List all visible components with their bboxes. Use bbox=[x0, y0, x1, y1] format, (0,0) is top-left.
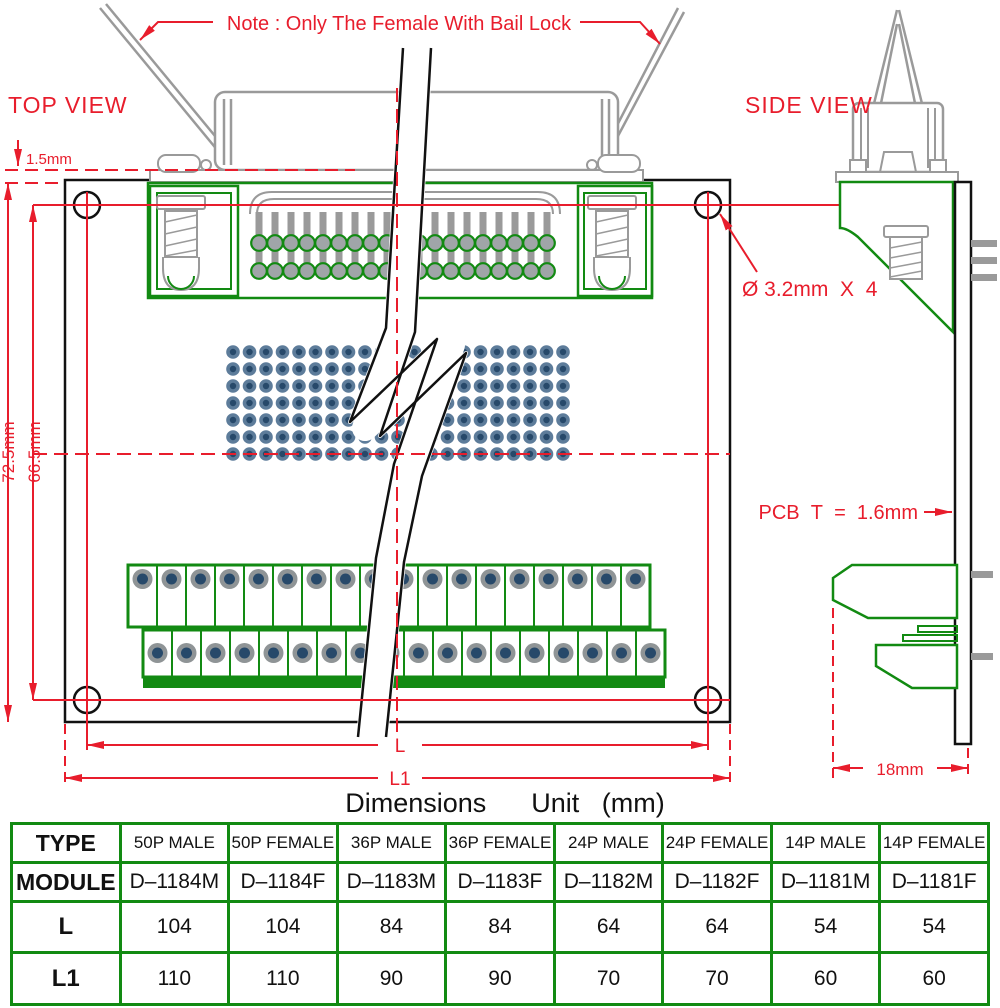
table-cell: 14P FEMALE bbox=[878, 822, 990, 864]
dim-board-height: 72.5mm bbox=[0, 421, 18, 482]
table-cell: 90 bbox=[335, 951, 448, 1006]
table-cell: 14P MALE bbox=[769, 822, 882, 864]
table-cell: 50P MALE bbox=[118, 822, 231, 864]
table-row: MODULE D–1184M D–1184F D–1183M D–1183F D… bbox=[10, 861, 990, 903]
side-view-drawing bbox=[719, 9, 997, 778]
table-cell: 54 bbox=[878, 900, 990, 954]
note-leader-arrows bbox=[139, 21, 661, 45]
table-cell: 110 bbox=[118, 951, 231, 1006]
table-cell: 60 bbox=[878, 951, 990, 1006]
table-cell: D–1184F bbox=[227, 861, 339, 903]
dim-l1-label: L1 bbox=[389, 769, 410, 790]
table-cell: 104 bbox=[227, 900, 339, 954]
table-row-label: L bbox=[10, 900, 122, 954]
table-cell: 70 bbox=[552, 951, 665, 1006]
table-row: L 104 104 84 84 64 64 54 54 bbox=[10, 900, 990, 954]
table-cell: D–1182M bbox=[552, 861, 665, 903]
table-cell: 54 bbox=[769, 900, 882, 954]
side-dimension-lines bbox=[719, 213, 969, 778]
table-cell: 104 bbox=[118, 900, 231, 954]
table-cell: D–1181M bbox=[769, 861, 882, 903]
table-cell: D–1183F bbox=[444, 861, 556, 903]
dim-flange-offset: 1.5mm bbox=[26, 151, 72, 168]
terminal-profile-side bbox=[831, 563, 959, 690]
table-row-label: TYPE bbox=[10, 822, 122, 864]
centerlines bbox=[33, 88, 955, 735]
table-cell: D–1182F bbox=[661, 861, 773, 903]
dim-pcb-thickness: PCB T = 1.6mm bbox=[759, 502, 918, 524]
table-cell: 24P MALE bbox=[552, 822, 665, 864]
dim-hole-span: 66.5mm bbox=[25, 421, 44, 482]
mount-bracket-side bbox=[838, 180, 955, 336]
dimension-lines bbox=[4, 140, 731, 786]
table-cell: D–1183M bbox=[335, 861, 448, 903]
dsub-connector-side bbox=[835, 101, 959, 183]
pcb-edge-side bbox=[953, 180, 997, 746]
table-row-label: L1 bbox=[10, 951, 122, 1006]
table-cell: D–1181F bbox=[878, 861, 990, 903]
table-cell: 60 bbox=[769, 951, 882, 1006]
table-cell: 64 bbox=[552, 900, 665, 954]
table-row-label: MODULE bbox=[10, 861, 122, 903]
module-spec-table: TYPE 50P MALE 50P FEMALE 36P MALE 36P FE… bbox=[10, 822, 990, 1006]
dim-l-label: L bbox=[395, 736, 406, 757]
table-cell: 50P FEMALE bbox=[227, 822, 339, 864]
table-row: L1 110 110 90 90 70 70 60 60 bbox=[10, 951, 990, 1006]
table-cell: 90 bbox=[444, 951, 556, 1006]
table-cell: 36P FEMALE bbox=[444, 822, 556, 864]
screw-clamp-right bbox=[576, 184, 654, 298]
solder-pins bbox=[971, 240, 997, 660]
units-caption: Dimensions Unit (mm) bbox=[345, 788, 665, 818]
table-cell: 70 bbox=[661, 951, 773, 1006]
dim-side-width: 18mm bbox=[876, 760, 923, 779]
dsub-module-drawing: Note : Only The Female With Bail Lock TO… bbox=[0, 3, 997, 818]
table-cell: 84 bbox=[335, 900, 448, 954]
break-line bbox=[348, 46, 468, 739]
table-cell: D–1184M bbox=[118, 861, 231, 903]
table-cell: 84 bbox=[444, 900, 556, 954]
note-label: Note : Only The Female With Bail Lock bbox=[227, 13, 572, 35]
table-cell: 110 bbox=[227, 951, 339, 1006]
table-cell: 24P FEMALE bbox=[661, 822, 773, 864]
annotations: Note : Only The Female With Bail Lock TO… bbox=[0, 13, 924, 818]
table-cell: 36P MALE bbox=[335, 822, 448, 864]
table-row: TYPE 50P MALE 50P FEMALE 36P MALE 36P FE… bbox=[10, 822, 990, 864]
dim-mount-hole: Ø 3.2mm X 4 bbox=[742, 278, 878, 301]
side-view-label: SIDE VIEW bbox=[745, 92, 873, 118]
top-view-label: TOP VIEW bbox=[8, 92, 128, 118]
table-cell: 64 bbox=[661, 900, 773, 954]
